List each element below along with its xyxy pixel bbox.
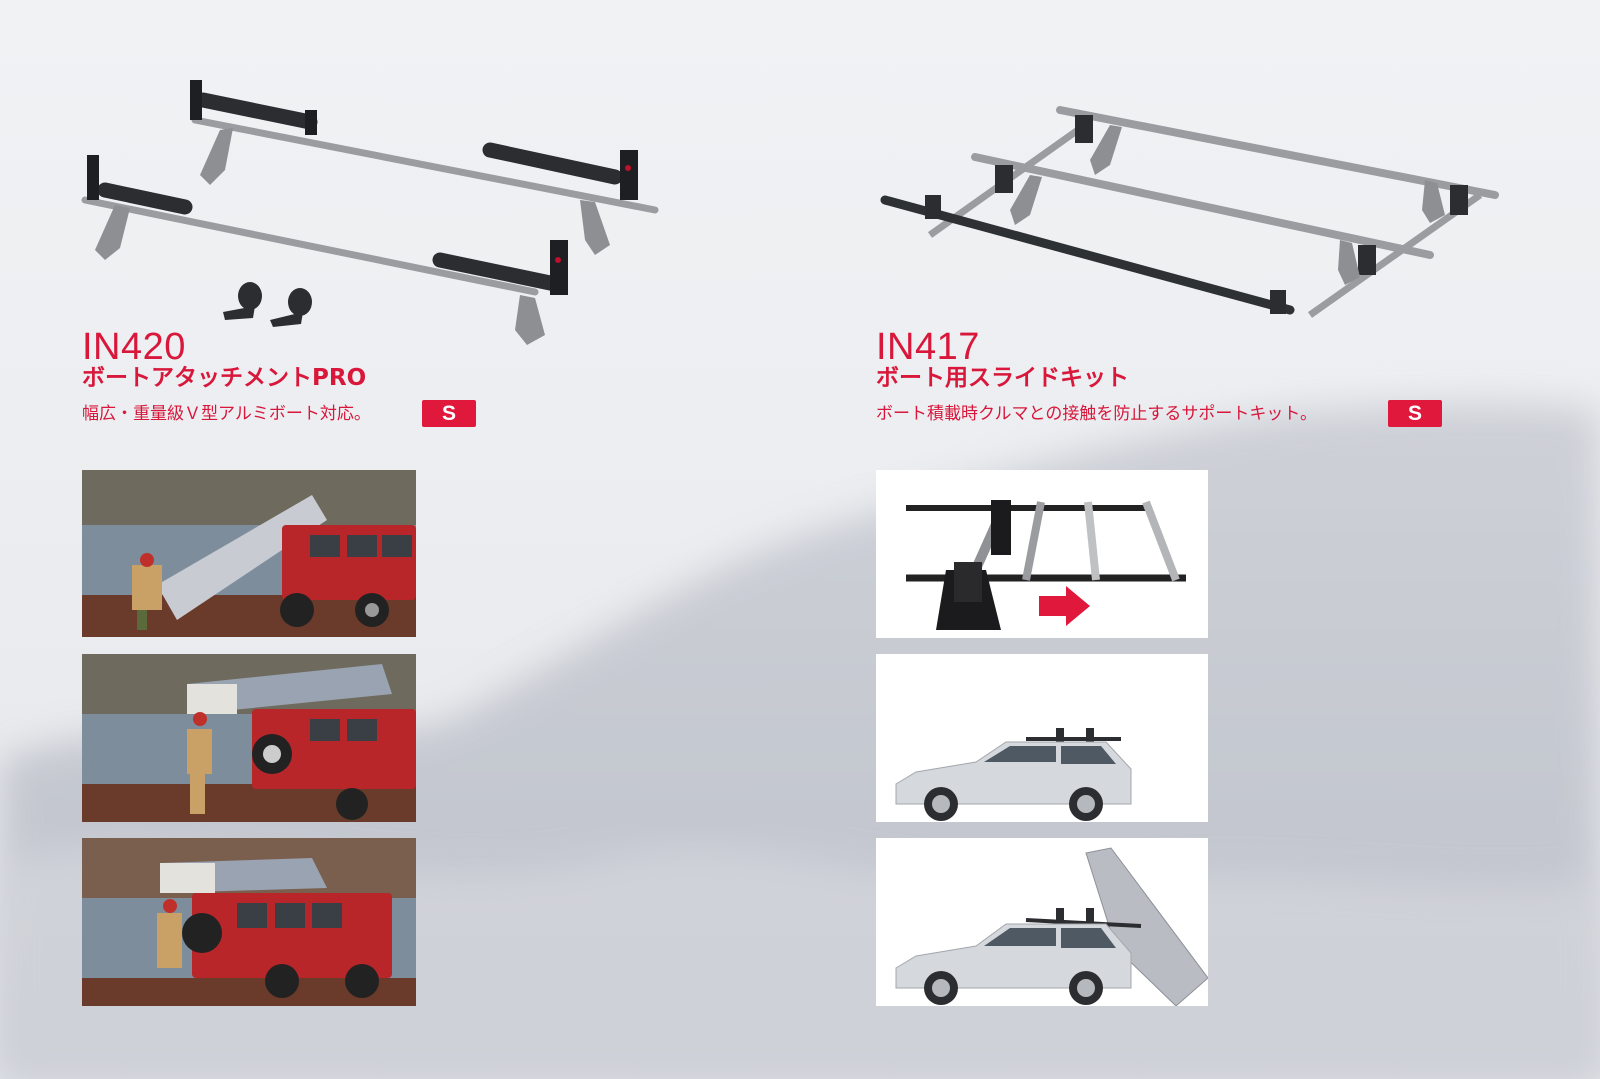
photo-in417-car-boat-tilted	[876, 838, 1208, 1006]
photo-in420-step3	[82, 838, 416, 1006]
product-description-in420: 幅広・重量級Ｖ型アルミボート対応。	[82, 404, 371, 424]
product-name-in417: ボート用スライドキット	[876, 365, 1129, 391]
photo-in420-step1	[82, 470, 416, 637]
photo-man-loading-boat-tilted-icon	[82, 470, 416, 637]
photo-boat-loaded-on-roof-icon	[82, 838, 416, 1006]
size-badge-in417: S	[1388, 400, 1442, 427]
photo-in417-car-rack	[876, 654, 1208, 822]
photo-slide-rail-detail-arrow-icon	[906, 499, 1186, 630]
photo-in420-step2	[82, 654, 416, 822]
size-badge-in420: S	[422, 400, 476, 427]
photo-wagon-boat-tilted-icon	[895, 847, 1208, 1006]
in417-slide-kit-illustration	[880, 106, 1499, 318]
product-description-in417: ボート積載時クルマとの接触を防止するサポートキット。	[876, 404, 1317, 424]
product-code-in417: IN417	[876, 326, 980, 368]
photo-in417-slide-detail	[876, 470, 1208, 638]
photo-wagon-with-rack-icon	[895, 728, 1132, 821]
in420-roof-rack-illustration	[81, 80, 659, 345]
product-name-in420: ボートアタッチメントPRO	[82, 365, 367, 391]
photo-man-sliding-boat-onto-roof-icon	[82, 654, 416, 822]
product-code-in420: IN420	[82, 326, 186, 368]
